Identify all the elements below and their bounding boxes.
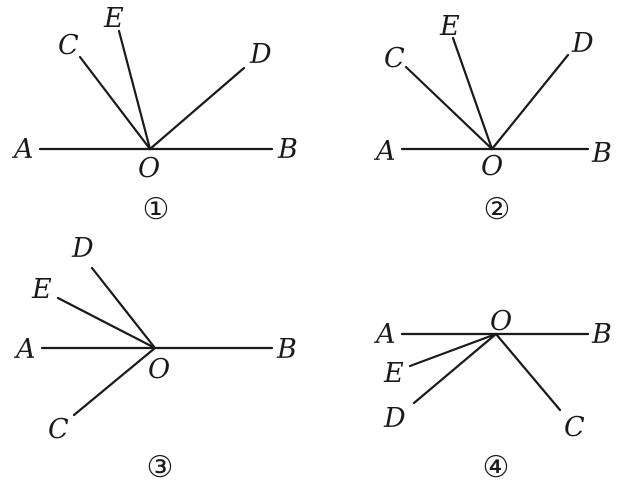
- label-a: A: [13, 334, 36, 365]
- label-b: B: [276, 334, 297, 365]
- diagram-1: A B O C E D ①: [11, 3, 298, 227]
- ray-oc: [78, 55, 152, 151]
- diagram-3: A B O D E C ③: [13, 233, 297, 485]
- label-o: O: [490, 306, 512, 337]
- label-d: D: [249, 39, 272, 70]
- label-d: D: [71, 233, 94, 264]
- label-c: C: [384, 43, 405, 74]
- caption-1: ①: [143, 192, 170, 227]
- ray-oe: [117, 29, 152, 151]
- label-c: C: [58, 30, 79, 61]
- label-b: B: [591, 319, 612, 350]
- caption-3: ③: [147, 450, 174, 485]
- label-a: A: [373, 319, 396, 350]
- label-e: E: [383, 358, 404, 389]
- label-a: A: [11, 134, 34, 165]
- caption-2: ②: [484, 192, 511, 227]
- label-a: A: [373, 136, 396, 167]
- label-o: O: [138, 153, 160, 184]
- ray-oe: [408, 332, 498, 368]
- label-c: C: [48, 414, 69, 445]
- ray-oe: [451, 36, 494, 151]
- ray-oc: [72, 346, 157, 417]
- ray-oc: [404, 65, 494, 151]
- label-b: B: [277, 134, 298, 165]
- ray-od: [90, 266, 157, 350]
- diagram-4: A B O E D C ④: [373, 306, 612, 485]
- label-o: O: [481, 151, 503, 182]
- ray-oc: [494, 332, 562, 412]
- label-c: C: [564, 412, 585, 443]
- ray-oe: [56, 296, 157, 350]
- label-e: E: [103, 3, 124, 34]
- diagram-2: A B O C E D ②: [373, 11, 612, 227]
- ray-od: [490, 53, 570, 151]
- label-o: O: [148, 354, 170, 385]
- label-e: E: [31, 274, 52, 305]
- caption-4: ④: [483, 450, 510, 485]
- ray-od: [412, 332, 498, 405]
- label-d: D: [571, 28, 594, 59]
- label-d: D: [383, 403, 406, 434]
- ray-od: [148, 66, 246, 151]
- label-b: B: [591, 138, 612, 169]
- label-e: E: [439, 11, 460, 42]
